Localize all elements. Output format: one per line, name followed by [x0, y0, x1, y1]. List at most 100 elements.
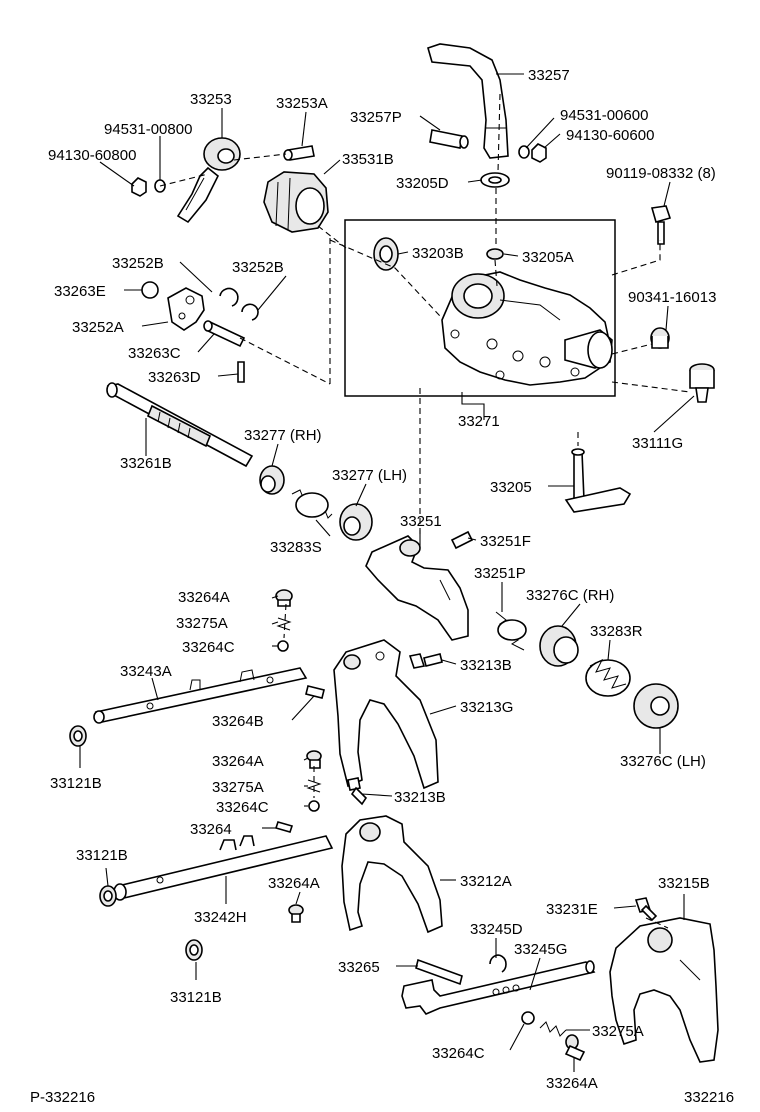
washer-33205D[interactable]: [480, 172, 510, 188]
bushing-33277-RH[interactable]: [259, 465, 285, 495]
label-33203B: 33203B: [412, 245, 464, 262]
plug-33121B-3[interactable]: [185, 939, 203, 961]
label-33264A-2: 33264A: [212, 753, 264, 770]
bolt-33264A-4[interactable]: [564, 1034, 586, 1062]
bolt-33213B-2[interactable]: [347, 777, 368, 806]
spring-33251P[interactable]: [495, 611, 527, 651]
label-33252A: 33252A: [72, 319, 124, 336]
fork-33215B[interactable]: [609, 917, 719, 1063]
plug-33121B-1[interactable]: [69, 725, 87, 747]
label-33231E: 33231E: [546, 901, 598, 918]
housing-group-box: [344, 219, 616, 397]
nut-94130-60800[interactable]: [131, 177, 147, 197]
pin-33263D[interactable]: [237, 361, 245, 383]
label-90341-16013: 90341-16013: [628, 289, 716, 306]
seal-33205A[interactable]: [486, 248, 504, 260]
label-33213G: 33213G: [460, 699, 513, 716]
pin-33264B[interactable]: [305, 685, 325, 699]
shift-rail-33243A[interactable]: [93, 667, 308, 724]
label-33276C-LH: 33276C (LH): [620, 753, 706, 770]
label-90119-08332: 90119-08332 (8): [606, 165, 716, 182]
label-33275A-1: 33275A: [176, 615, 228, 632]
label-33531B: 33531B: [342, 151, 394, 168]
spring-33283S[interactable]: [291, 489, 333, 519]
label-33264B: 33264B: [212, 713, 264, 730]
nut-94130-60600[interactable]: [531, 143, 547, 163]
washer-94531-00600[interactable]: [518, 145, 530, 159]
detent-stack-2[interactable]: [306, 750, 322, 812]
bushing-33277-LH[interactable]: [339, 503, 373, 541]
label-33264C-1: 33264C: [182, 639, 235, 656]
label-33251: 33251: [400, 513, 442, 530]
spring-33283R[interactable]: [585, 658, 631, 697]
label-33277-LH: 33277 (LH): [332, 467, 407, 484]
snap-ring-33252B-b[interactable]: [241, 303, 259, 321]
pin-33253A[interactable]: [283, 145, 315, 161]
bolt-90119-08332[interactable]: [650, 205, 672, 245]
label-33245G: 33245G: [514, 941, 567, 958]
detent-stack-1[interactable]: [275, 589, 293, 652]
shaft-33261B[interactable]: [106, 382, 254, 468]
snap-ring-33252B-a[interactable]: [219, 287, 239, 307]
ball-33264C-3[interactable]: [521, 1011, 535, 1025]
label-33283S: 33283S: [270, 539, 322, 556]
label-33205D: 33205D: [396, 175, 449, 192]
label-33276C-RH: 33276C (RH): [526, 587, 614, 604]
shift-head-33251[interactable]: [365, 535, 469, 641]
washer-33276C-LH[interactable]: [633, 683, 679, 729]
pin-33257P[interactable]: [429, 129, 469, 149]
shift-rail-33242H[interactable]: [113, 835, 334, 901]
boot-33531B[interactable]: [263, 171, 329, 233]
ball-33263E[interactable]: [141, 281, 159, 299]
label-33245D: 33245D: [470, 921, 523, 938]
bolt-33264A-3[interactable]: [288, 904, 304, 923]
bolt-33231E[interactable]: [634, 897, 658, 922]
label-33264C-2: 33264C: [216, 799, 269, 816]
label-33121B-2: 33121B: [76, 847, 128, 864]
lever-arm-33253[interactable]: [176, 137, 241, 224]
label-33263E: 33263E: [54, 283, 106, 300]
label-33263C: 33263C: [128, 345, 181, 362]
label-33264: 33264: [190, 821, 232, 838]
label-33261B: 33261B: [120, 455, 172, 472]
footer-left-code: P-332216: [30, 1089, 95, 1106]
label-33242H: 33242H: [194, 909, 247, 926]
pin-33251F[interactable]: [450, 530, 474, 550]
shift-lever-33257[interactable]: [427, 43, 509, 159]
label-33264A-3: 33264A: [268, 875, 320, 892]
label-33265: 33265: [338, 959, 380, 976]
label-33264A-4: 33264A: [546, 1075, 598, 1092]
shift-rail-33245G[interactable]: [401, 960, 596, 1015]
label-33257: 33257: [528, 67, 570, 84]
collar-33276C-RH[interactable]: [539, 625, 579, 667]
pin-33265[interactable]: [415, 958, 463, 986]
plug-33121B-2[interactable]: [99, 885, 117, 907]
spring-33275A-3[interactable]: [539, 1021, 567, 1037]
fork-33212A[interactable]: [341, 815, 443, 934]
seal-33203B[interactable]: [373, 237, 399, 271]
label-33215B: 33215B: [658, 875, 710, 892]
label-33277-RH: 33277 (RH): [244, 427, 322, 444]
label-33252B-a: 33252B: [112, 255, 164, 272]
label-33264A-1: 33264A: [178, 589, 230, 606]
label-33263D: 33263D: [148, 369, 201, 386]
sensor-33111G[interactable]: [689, 363, 715, 403]
label-33271: 33271: [458, 413, 500, 430]
label-33121B-3: 33121B: [170, 989, 222, 1006]
pin-33264[interactable]: [274, 821, 294, 833]
bolt-33213B-1[interactable]: [408, 653, 443, 669]
label-33205A: 33205A: [522, 249, 574, 266]
housing-33271[interactable]: [441, 271, 613, 386]
lever-33252A[interactable]: [167, 287, 205, 331]
label-33213B-2: 33213B: [394, 789, 446, 806]
label-94531-00600: 94531-00600: [560, 107, 648, 124]
label-33243A: 33243A: [120, 663, 172, 680]
label-33283R: 33283R: [590, 623, 643, 640]
snap-ring-33245D[interactable]: [489, 954, 507, 973]
label-33251P: 33251P: [474, 565, 526, 582]
lever-33205[interactable]: [564, 448, 632, 513]
plug-90341-16013[interactable]: [650, 327, 670, 349]
pin-33263C[interactable]: [203, 320, 246, 348]
label-94130-60600: 94130-60600: [566, 127, 654, 144]
